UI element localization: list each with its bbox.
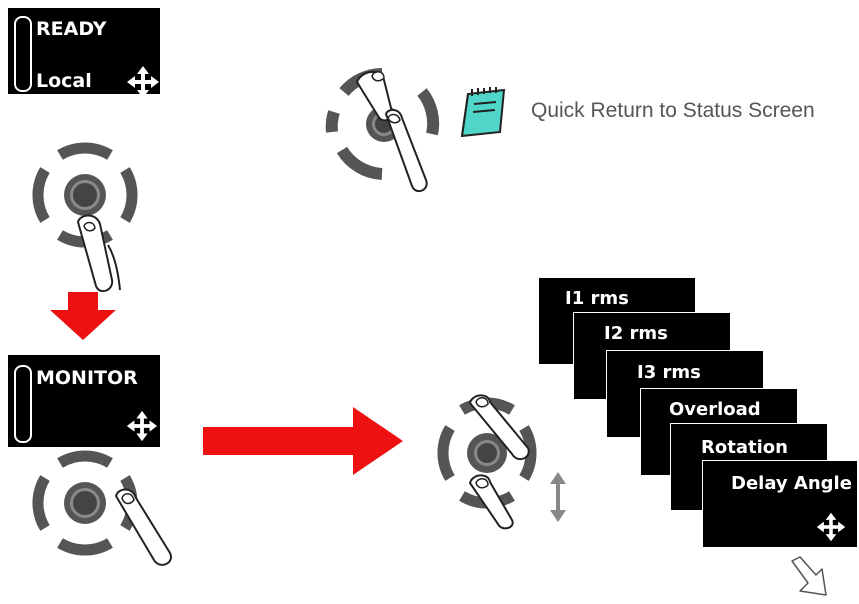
lcd-progress-bar	[14, 365, 32, 443]
down-arrow-icon	[50, 292, 116, 340]
quick-return-text: Quick Return to Status Screen	[531, 99, 815, 122]
screen-label: I2 rms	[604, 323, 668, 344]
lcd-progress-bar	[14, 16, 32, 92]
screen-label: Overload	[669, 399, 761, 420]
status-line-2: Local	[36, 70, 92, 92]
screen-label: Rotation	[701, 437, 788, 458]
screen-label: Delay Angle	[731, 473, 852, 494]
screen-label: I1 rms	[565, 288, 629, 309]
up-down-arrow-icon	[550, 472, 566, 522]
scroll-ring-icon	[437, 394, 537, 530]
four-way-arrows-icon	[816, 512, 846, 542]
four-way-arrows-icon	[127, 66, 159, 98]
press-center-button-icon	[32, 142, 138, 293]
four-way-arrows-icon	[126, 410, 158, 442]
monitor-lcd-display: MONITOR	[8, 355, 160, 447]
screen-label: I3 rms	[637, 362, 701, 383]
press-right-button-icon	[32, 450, 172, 566]
notepad-icon	[460, 87, 506, 138]
monitor-screen-delay-angle: Delay Angle	[702, 460, 858, 548]
right-arrow-icon	[203, 407, 403, 475]
more-screens-arrow-icon	[791, 556, 827, 596]
status-line-1: READY	[36, 18, 107, 40]
monitor-line-1: MONITOR	[36, 367, 138, 389]
status-lcd-display: READY Local	[8, 8, 160, 98]
rotate-ring-icon	[325, 68, 440, 193]
